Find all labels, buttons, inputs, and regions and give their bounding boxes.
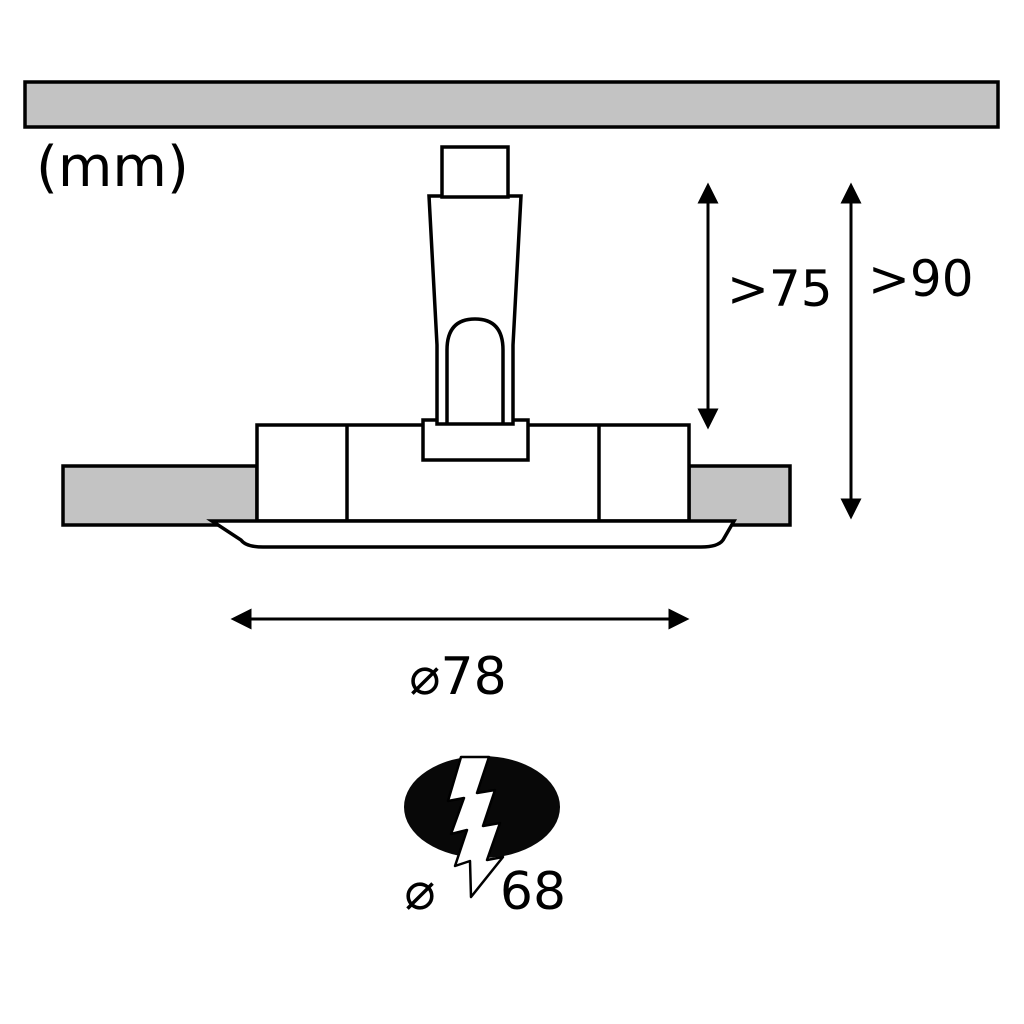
clamp-cap bbox=[440, 145, 510, 199]
dim-label-install-depth: >90 bbox=[868, 250, 974, 308]
dim-label-outer-diameter: ⌀78 bbox=[409, 647, 506, 707]
wall-section-right bbox=[687, 464, 792, 527]
wall-section-left bbox=[61, 464, 259, 527]
clamp-inner-arch bbox=[445, 317, 505, 424]
ceiling-panel bbox=[23, 80, 1000, 129]
unit-label: (mm) bbox=[36, 135, 189, 200]
cutout-diameter-label-value: 68 bbox=[500, 862, 566, 922]
trim-bezel bbox=[206, 519, 738, 549]
mounting-clamp-body bbox=[427, 194, 523, 426]
dim-label-recess-depth: >75 bbox=[727, 260, 833, 318]
clamp-base bbox=[421, 418, 530, 462]
lightning-bolt-icon bbox=[446, 755, 505, 899]
cutout-diameter-label-prefix: ⌀ bbox=[404, 862, 435, 922]
